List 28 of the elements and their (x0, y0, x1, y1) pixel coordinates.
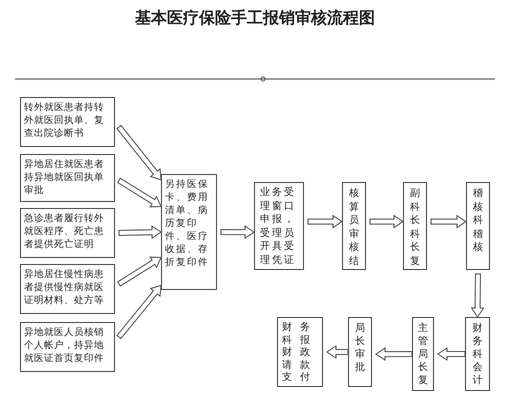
process-box: 异地就医人员核销个人帐户，持异地就医证首页复印件 (20, 322, 115, 372)
process-box: 转外就医患者持转外就医回执单、复查出院诊断书 (20, 97, 115, 147)
block-arrow (430, 214, 467, 229)
block-arrow (308, 214, 343, 229)
block-arrow (470, 274, 485, 318)
process-box: 主管局长复 (412, 317, 434, 391)
process-box: 异地居住就医患者持异地就医回执单审批 (20, 154, 115, 202)
block-arrow (117, 256, 162, 287)
process-box: 财务科会计 (465, 317, 490, 391)
process-box: 副科长科长复 (403, 182, 427, 270)
title: 基本医疗保险手工报销审核流程图 (134, 8, 376, 29)
process-box: 急诊患者履行转外就医程序、死亡患者提供死亡证明 (20, 208, 115, 258)
block-arrow (117, 178, 162, 208)
process-box: 核算员审核结 (342, 182, 366, 270)
block-arrow (118, 225, 162, 240)
block-arrow (437, 347, 466, 361)
block-arrow (116, 124, 162, 180)
block-arrow (375, 347, 412, 362)
block-arrow (220, 225, 255, 240)
block-arrow (116, 284, 162, 340)
process-box: 稽核科稽核 (466, 182, 490, 270)
process-box: 财务科报财政请款支付 (277, 317, 323, 387)
process-box: 异地居住慢性病患者提供慢性病就医证明材料、处方等 (20, 264, 115, 314)
process-box: 另持医保卡、费用清单、病历复印件、医疗收据、存折复印件 (161, 174, 217, 290)
block-arrow (326, 345, 348, 359)
process-box: 业务受理窗口申报，受理员开具受理凭证 (254, 182, 304, 270)
process-box: 局长审批 (348, 317, 372, 387)
block-arrow (370, 214, 404, 229)
